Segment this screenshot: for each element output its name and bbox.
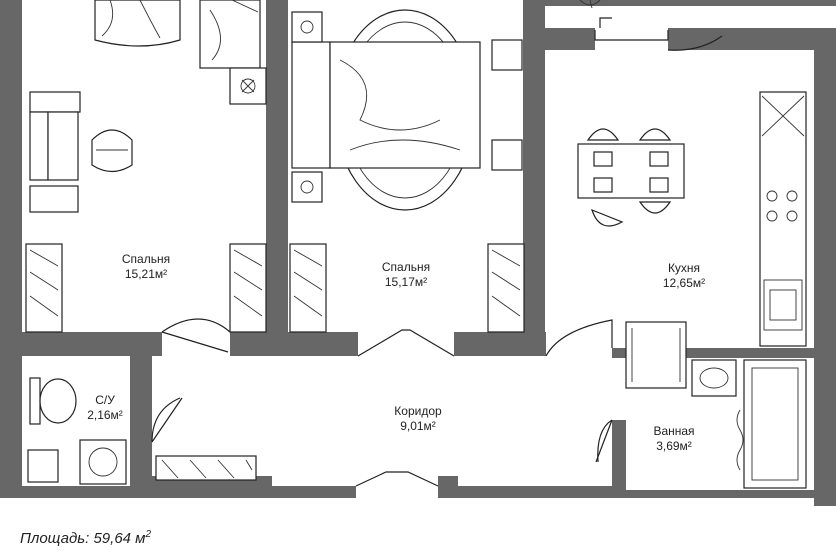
bedroom1-furniture bbox=[25, 0, 267, 333]
kitchen-furniture bbox=[577, 91, 807, 347]
room-bedroom-2: Спальня 15,17м² bbox=[358, 260, 454, 290]
room-name: Коридор bbox=[394, 404, 442, 418]
total-area-label: Площадь: 59,64 м bbox=[20, 530, 146, 547]
room-kitchen: Кухня 12,65м² bbox=[636, 261, 732, 291]
plant-icon bbox=[579, 0, 601, 9]
room-area: 15,21м² bbox=[124, 267, 168, 281]
room-area: 12,65м² bbox=[662, 276, 706, 290]
room-toilet: С/У 2,16м² bbox=[70, 393, 140, 423]
room-name: С/У bbox=[95, 393, 115, 407]
total-area: Площадь: 59,64 м2 bbox=[20, 529, 151, 547]
walls bbox=[0, 0, 836, 506]
room-name: Спальня bbox=[381, 260, 431, 274]
room-bathroom: Ванная 3,69м² bbox=[626, 424, 722, 454]
room-name: Кухня bbox=[667, 261, 701, 275]
room-area: 3,69м² bbox=[656, 439, 692, 453]
room-bedroom-1: Спальня 15,21м² bbox=[98, 252, 194, 282]
bathroom-furniture bbox=[27, 321, 807, 489]
room-area: 15,17м² bbox=[384, 275, 428, 289]
room-area: 9,01м² bbox=[400, 419, 436, 433]
room-corridor: Коридор 9,01м² bbox=[370, 404, 466, 434]
bedroom2-furniture bbox=[289, 9, 525, 333]
doors bbox=[151, 17, 723, 487]
total-area-unit: 2 bbox=[145, 529, 152, 540]
room-name: Спальня bbox=[121, 252, 171, 266]
room-name: Ванная bbox=[653, 424, 695, 438]
room-area: 2,16м² bbox=[87, 408, 123, 422]
floor-plan bbox=[0, 0, 836, 506]
